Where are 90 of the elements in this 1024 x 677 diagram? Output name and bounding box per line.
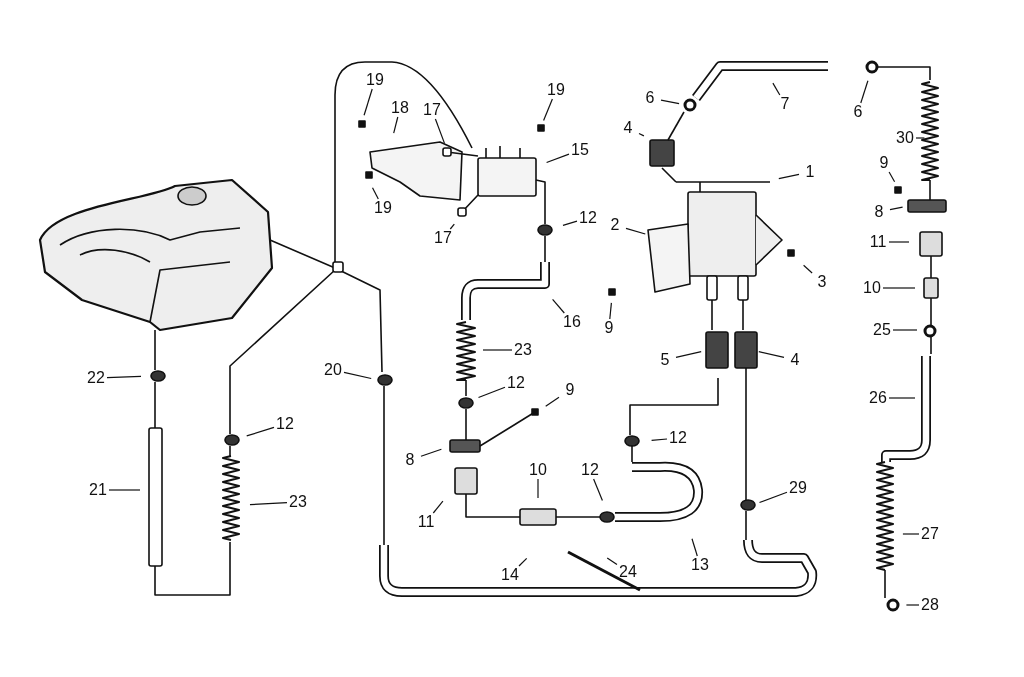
callout-number: 26 [867, 389, 889, 407]
leader-line [537, 478, 539, 499]
leader-line [108, 489, 141, 491]
callout-number: 8 [399, 451, 421, 469]
callout-number: 29 [787, 479, 809, 497]
leader-line [420, 448, 442, 457]
callout-number: 19 [372, 199, 394, 217]
leader-line [249, 502, 288, 506]
leader-line [518, 557, 528, 567]
leader-line [758, 491, 788, 504]
leader-line [892, 329, 918, 331]
callout-number: 15 [569, 141, 591, 159]
leader-line [482, 349, 513, 351]
leader-line [625, 227, 646, 235]
leader-line [545, 396, 560, 407]
callout-number: 9 [598, 319, 620, 337]
callout-number: 3 [811, 273, 833, 291]
leader-line [562, 220, 578, 226]
callout-number: 12 [667, 429, 689, 447]
callout-number: 4 [617, 119, 639, 137]
callout-number: 11 [415, 513, 437, 531]
leader-line [638, 132, 645, 137]
leader-line [772, 82, 781, 96]
leader-line [552, 298, 565, 314]
leader-line [609, 302, 612, 320]
callout-number: 10 [527, 461, 549, 479]
leader-line [915, 137, 925, 139]
callout-number: 22 [85, 369, 107, 387]
callout-number: 24 [617, 563, 639, 581]
callout-number: 13 [689, 556, 711, 574]
callout-number: 1 [799, 163, 821, 181]
leader-line [905, 604, 920, 606]
callout-number: 12 [579, 461, 601, 479]
leader-line [432, 500, 444, 514]
callout-number: 6 [847, 103, 869, 121]
callout-number: 18 [389, 99, 411, 117]
callout-number: 23 [512, 341, 534, 359]
callout-number: 4 [784, 351, 806, 369]
callout-number: 12 [505, 374, 527, 392]
leader-line [758, 351, 785, 358]
leader-line [363, 88, 373, 116]
leader-line [371, 187, 379, 200]
callout-number: 30 [894, 129, 916, 147]
callout-number: 12 [274, 415, 296, 433]
callout-number: 17 [421, 101, 443, 119]
callout-number: 16 [561, 313, 583, 331]
leader-line [393, 116, 399, 134]
leader-line [888, 241, 910, 243]
leader-line [449, 223, 455, 230]
callout-number: 12 [577, 209, 599, 227]
leader-line [543, 98, 553, 122]
leader-line [434, 118, 446, 144]
callout-number: 19 [364, 71, 386, 89]
callout-number: 17 [432, 229, 454, 247]
callout-number: 19 [545, 81, 567, 99]
callout-number: 11 [867, 233, 889, 251]
leader-line [691, 538, 698, 557]
callout-number: 9 [559, 381, 581, 399]
leader-line [477, 386, 506, 399]
leader-line [651, 438, 668, 441]
leader-line [675, 351, 702, 358]
callout-number: 27 [919, 525, 941, 543]
leader-line [889, 206, 904, 211]
callout-number: 14 [499, 566, 521, 584]
leader-line [902, 533, 920, 535]
callout-number: 5 [654, 351, 676, 369]
leader-line [593, 478, 603, 502]
leader-line [106, 375, 142, 379]
leader-line [660, 99, 680, 105]
callout-number: 21 [87, 481, 109, 499]
callout-number: 7 [774, 95, 796, 113]
leader-line [246, 426, 275, 437]
callout-number: 8 [868, 203, 890, 221]
callout-number: 20 [322, 361, 344, 379]
leader-line [343, 371, 372, 380]
leader-line [803, 264, 813, 274]
leader-line [546, 153, 570, 164]
callout-number: 6 [639, 89, 661, 107]
callout-number: 9 [873, 154, 895, 172]
callout-number: 10 [861, 279, 883, 297]
leader-line [888, 397, 916, 399]
callout-number: 2 [604, 216, 626, 234]
callout-number: 28 [919, 596, 941, 614]
leader-line [606, 557, 618, 566]
leader-line [860, 80, 869, 104]
leader-line [882, 287, 916, 289]
leader-line [888, 171, 896, 183]
callout-number: 25 [871, 321, 893, 339]
leader-line [778, 173, 800, 180]
callout-number: 23 [287, 493, 309, 511]
